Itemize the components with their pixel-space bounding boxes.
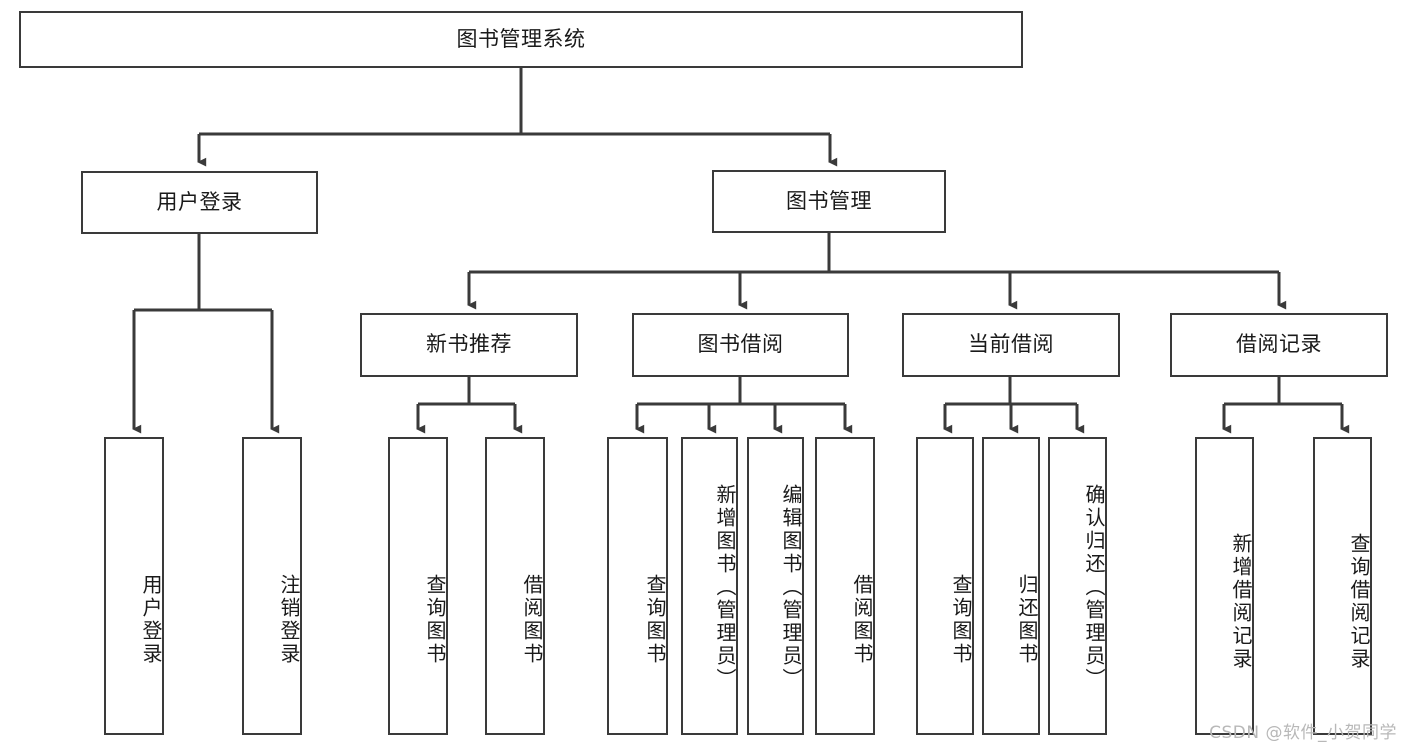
leaf-user-login-label: 用户登录 [139, 574, 163, 666]
leaf-query-book-2-label: 查询图书 [643, 574, 667, 666]
node-borrow-record-label: 借阅记录 [1236, 332, 1322, 357]
leaf-query-book-1[interactable]: 查询图书 [388, 437, 448, 735]
node-user-login-label: 用户登录 [156, 189, 243, 214]
leaf-query-book-3-label: 查询图书 [949, 574, 973, 666]
leaf-logout-login[interactable]: 注销登录 [242, 437, 302, 735]
node-root[interactable]: 图书管理系统 [19, 11, 1023, 68]
node-root-label: 图书管理系统 [456, 26, 586, 51]
leaf-return-book[interactable]: 归还图书 [982, 437, 1040, 735]
node-current-borrow[interactable]: 当前借阅 [902, 313, 1120, 377]
node-new-book-recommend-label: 新书推荐 [426, 332, 512, 357]
node-new-book-recommend[interactable]: 新书推荐 [360, 313, 578, 377]
leaf-borrow-book-1-label: 借阅图书 [520, 574, 544, 666]
leaf-user-login[interactable]: 用户登录 [104, 437, 164, 735]
node-book-management-label: 图书管理 [786, 188, 872, 213]
leaf-edit-book-label: 编辑图书（管理员） [779, 483, 803, 691]
leaf-query-book-3[interactable]: 查询图书 [916, 437, 974, 735]
leaf-add-record[interactable]: 新增借阅记录 [1195, 437, 1254, 735]
leaf-borrow-book-2[interactable]: 借阅图书 [815, 437, 875, 735]
leaf-add-book-label: 新增图书（管理员） [713, 483, 737, 691]
node-book-management[interactable]: 图书管理 [712, 170, 946, 233]
node-borrow-record[interactable]: 借阅记录 [1170, 313, 1388, 377]
leaf-borrow-book-2-label: 借阅图书 [850, 574, 874, 666]
leaf-add-record-label: 新增借阅记录 [1229, 533, 1253, 671]
node-book-borrow-label: 图书借阅 [697, 332, 784, 357]
node-book-borrow[interactable]: 图书借阅 [632, 313, 849, 377]
leaf-edit-book[interactable]: 编辑图书（管理员） [747, 437, 804, 735]
node-current-borrow-label: 当前借阅 [968, 332, 1054, 357]
leaf-query-book-2[interactable]: 查询图书 [607, 437, 668, 735]
leaf-query-record-label: 查询借阅记录 [1347, 533, 1371, 671]
leaf-confirm-return[interactable]: 确认归还（管理员） [1048, 437, 1107, 735]
leaf-query-book-1-label: 查询图书 [423, 574, 447, 666]
leaf-logout-login-label: 注销登录 [277, 574, 301, 666]
leaf-add-book[interactable]: 新增图书（管理员） [681, 437, 738, 735]
leaf-borrow-book-1[interactable]: 借阅图书 [485, 437, 545, 735]
leaf-return-book-label: 归还图书 [1015, 574, 1039, 666]
watermark-text: CSDN @软件_小贺同学 [1209, 723, 1397, 743]
leaf-confirm-return-label: 确认归还（管理员） [1082, 483, 1106, 691]
leaf-query-record[interactable]: 查询借阅记录 [1313, 437, 1372, 735]
node-user-login[interactable]: 用户登录 [81, 171, 318, 234]
